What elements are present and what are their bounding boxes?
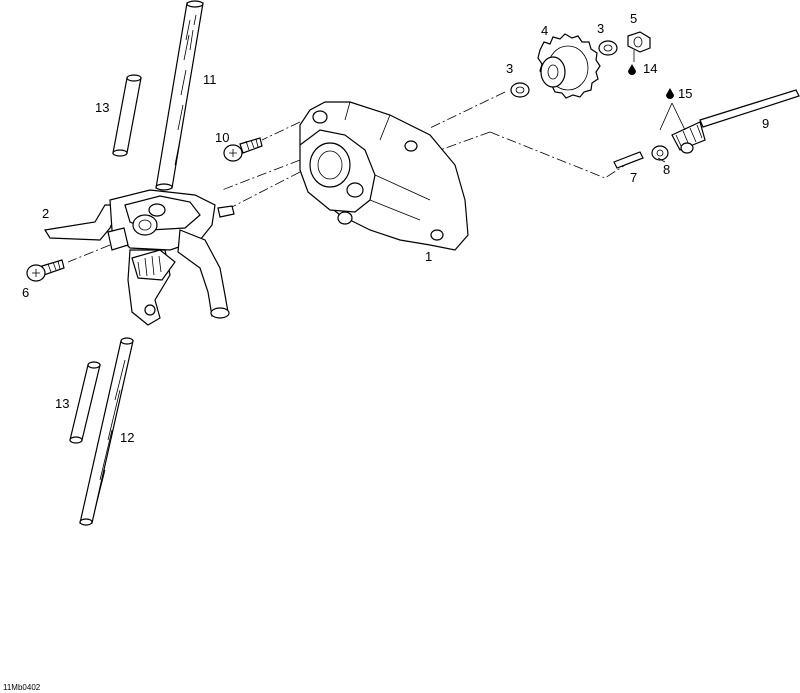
pump-shaft-part-9 — [671, 89, 800, 154]
short-hose-part-13-lower — [69, 361, 101, 444]
callout-9: 9 — [762, 116, 769, 131]
callout-8: 8 — [663, 162, 670, 177]
oil-pump-assembly — [44, 189, 235, 326]
callouts: 1 2 3 3 4 5 6 7 8 9 10 11 12 13 13 14 15 — [22, 11, 769, 445]
callout-5: 5 — [630, 11, 637, 26]
callout-7: 7 — [630, 170, 637, 185]
callout-6: 6 — [22, 285, 29, 300]
washer-part-3-right — [598, 40, 618, 56]
callout-15: 15 — [678, 86, 692, 101]
figure-reference-code: 11Mb0402 — [3, 683, 41, 692]
callout-2: 2 — [42, 206, 49, 221]
callout-3: 3 — [506, 61, 513, 76]
grease-icon — [628, 64, 674, 99]
leader-lines — [633, 50, 686, 163]
callout-10: 10 — [215, 130, 229, 145]
callout-1: 1 — [425, 249, 432, 264]
washer-part-3-left — [510, 82, 530, 98]
nut-part-5 — [627, 31, 651, 53]
washer-part-8 — [651, 145, 669, 161]
screw-part-6 — [26, 259, 65, 282]
callout-13: 13 — [95, 100, 109, 115]
callout-3: 3 — [597, 21, 604, 36]
callout-12: 12 — [120, 430, 134, 445]
short-hose-part-13-upper — [112, 74, 142, 157]
drive-gear-part-4 — [537, 33, 601, 99]
callout-14: 14 — [643, 61, 657, 76]
screw-part-10 — [223, 137, 263, 162]
pump-cover-part-1 — [299, 101, 469, 251]
pin-part-7 — [613, 151, 644, 169]
callout-13: 13 — [55, 396, 69, 411]
hose-part-12 — [79, 337, 134, 526]
assembly-centerlines — [67, 91, 626, 263]
callout-4: 4 — [541, 23, 548, 38]
callout-11: 11 — [203, 72, 217, 87]
hose-part-11 — [155, 0, 204, 191]
